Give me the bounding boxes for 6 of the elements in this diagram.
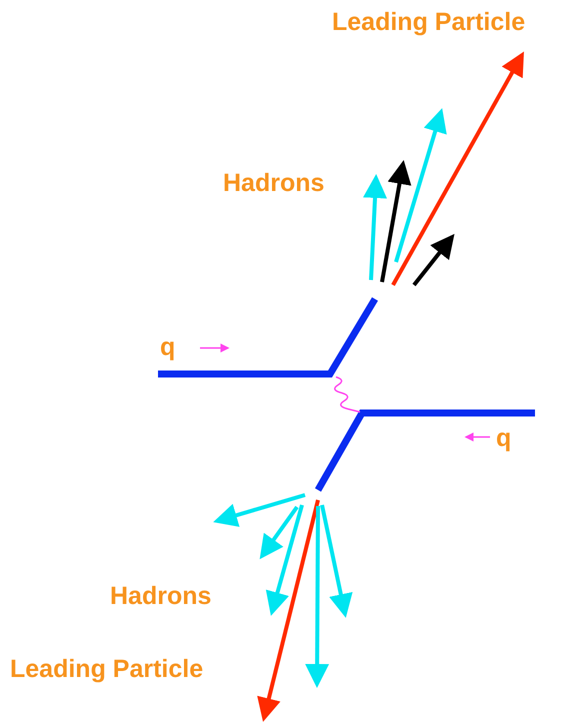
particle-label: q bbox=[160, 335, 176, 360]
particle-label: Leading Particle bbox=[332, 10, 526, 35]
particle-label: Leading Particle bbox=[10, 657, 204, 682]
particle-label: Hadrons bbox=[110, 584, 212, 609]
particle-label: q bbox=[496, 426, 512, 451]
particle-label: Hadrons bbox=[223, 171, 324, 196]
